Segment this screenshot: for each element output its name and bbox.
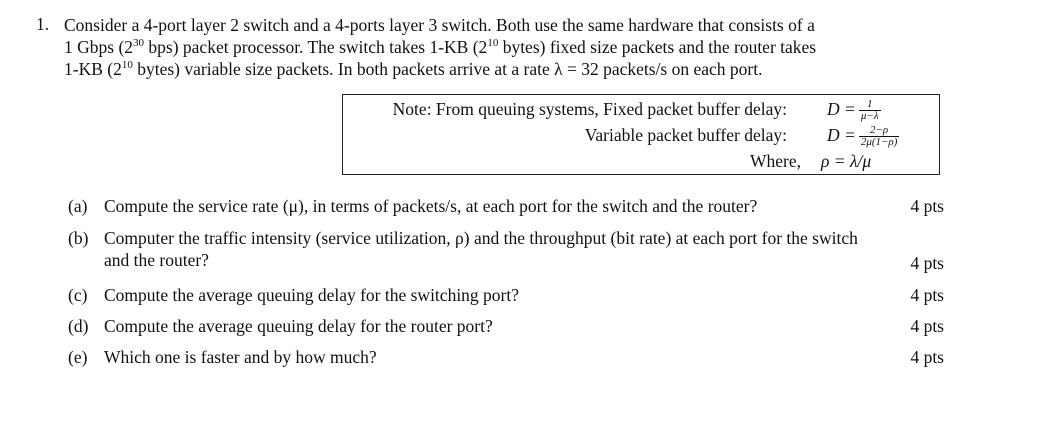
- note-fixed-lhs: D =: [827, 99, 856, 119]
- question-line-1: Consider a 4-port layer 2 switch and a 4…: [64, 14, 964, 36]
- part-e-text: Which one is faster and by how much?: [104, 347, 377, 367]
- part-c-points: 4 pts: [910, 285, 944, 305]
- exponent-10-a: 10: [487, 37, 499, 49]
- note-fixed-denominator: μ−λ: [860, 110, 879, 123]
- question-text-2c: bytes) fixed size packets and the router…: [498, 37, 817, 57]
- question-line-3: 1-KB (210 bytes) variable size packets. …: [64, 58, 964, 80]
- question-text-2b: bps) packet processor. The switch takes …: [144, 37, 488, 57]
- note-variable-label: Variable packet buffer delay:: [584, 125, 787, 145]
- note-where-label: Where,: [749, 151, 801, 171]
- part-a-letter: (a): [68, 196, 88, 216]
- question-text-2a: 1 Gbps (2: [64, 37, 134, 57]
- part-b-letter: (b): [68, 228, 89, 248]
- part-b-text: Computer the traffic intensity (service …: [104, 228, 858, 248]
- part-b: (b) Computer the traffic intensity (servi…: [68, 227, 858, 249]
- part-c-text: Compute the average queuing delay for th…: [104, 285, 520, 305]
- note-variable-denominator: 2μ(1−ρ): [860, 136, 898, 149]
- note-variable-lhs: D =: [827, 125, 856, 145]
- part-d-text: Compute the average queuing delay for th…: [104, 316, 493, 336]
- part-d-letter: (d): [68, 316, 89, 336]
- part-e-points: 4 pts: [910, 347, 944, 367]
- part-e: (e) Which one is faster and by how much?: [68, 346, 377, 368]
- question-text-1: Consider a 4-port layer 2 switch and a 4…: [64, 15, 815, 35]
- part-d-points: 4 pts: [910, 316, 944, 336]
- exponent-30: 30: [133, 37, 145, 49]
- note-box: Note: From queuing systems, Fixed packet…: [342, 94, 940, 175]
- question-number: 1.: [36, 14, 50, 34]
- part-a-text: Compute the service rate (μ), in terms o…: [104, 196, 758, 216]
- part-e-letter: (e): [68, 347, 88, 367]
- part-d: (d) Compute the average queuing delay for…: [68, 315, 493, 337]
- exponent-10-b: 10: [121, 59, 133, 71]
- part-b-text-2: and the router?: [104, 250, 209, 270]
- part-a: (a) Compute the service rate (μ), in term…: [68, 195, 757, 217]
- part-b-continued: and the router?: [104, 249, 209, 271]
- part-c: (c) Compute the average queuing delay for…: [68, 284, 519, 306]
- part-c-letter: (c): [68, 285, 88, 305]
- part-b-points: 4 pts: [910, 253, 944, 273]
- note-where-expr: ρ = λ/μ: [821, 151, 872, 171]
- note-fixed-numerator: 1: [858, 99, 881, 112]
- question-text-3b: bytes) variable size packets. In both pa…: [132, 59, 763, 79]
- part-a-points: 4 pts: [910, 196, 944, 216]
- note-variable-numerator: 2−ρ: [858, 125, 900, 138]
- question-text-3a: 1-KB (2: [64, 59, 122, 79]
- question-line-2: 1 Gbps (230 bps) packet processor. The s…: [64, 36, 964, 58]
- note-fixed-label: Note: From queuing systems, Fixed packet…: [392, 99, 787, 119]
